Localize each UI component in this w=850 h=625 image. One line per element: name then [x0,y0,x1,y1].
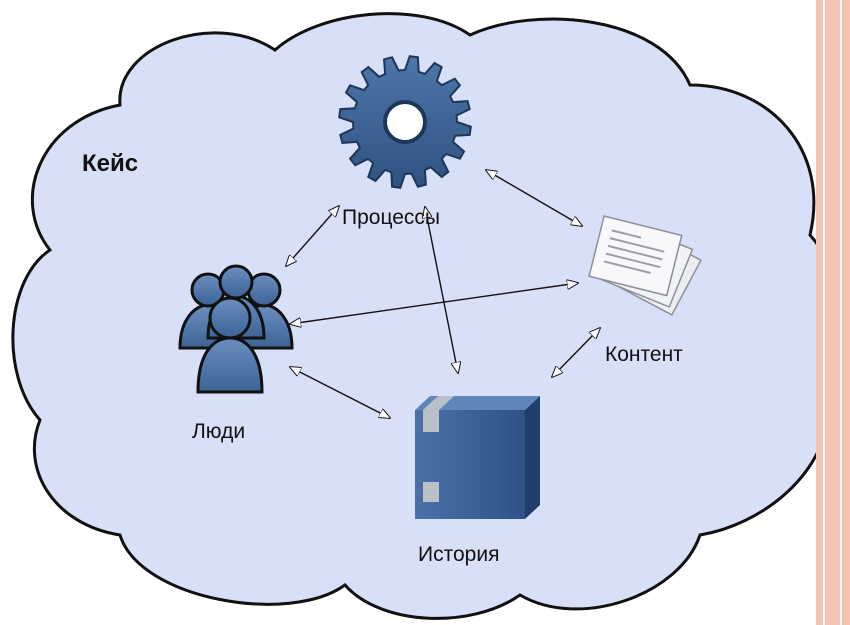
box-icon [415,396,540,519]
link-people-content [290,283,578,324]
link-content-history [552,328,600,377]
people-icon [178,264,294,394]
link-people-history [290,367,390,418]
link-processes-content [486,170,582,226]
links-layer [286,170,600,418]
node-label-people: Люди [192,420,246,443]
slide-side-stripe [816,0,850,625]
gear-icon [338,55,472,189]
link-processes-people [286,206,339,266]
case-title: Кейс [82,150,139,177]
node-label-history: История [418,543,500,566]
gear-hole [383,100,427,144]
node-label-processes: Процессы [342,206,441,229]
documents-icon [588,215,702,316]
node-label-content: Контент [605,343,683,366]
